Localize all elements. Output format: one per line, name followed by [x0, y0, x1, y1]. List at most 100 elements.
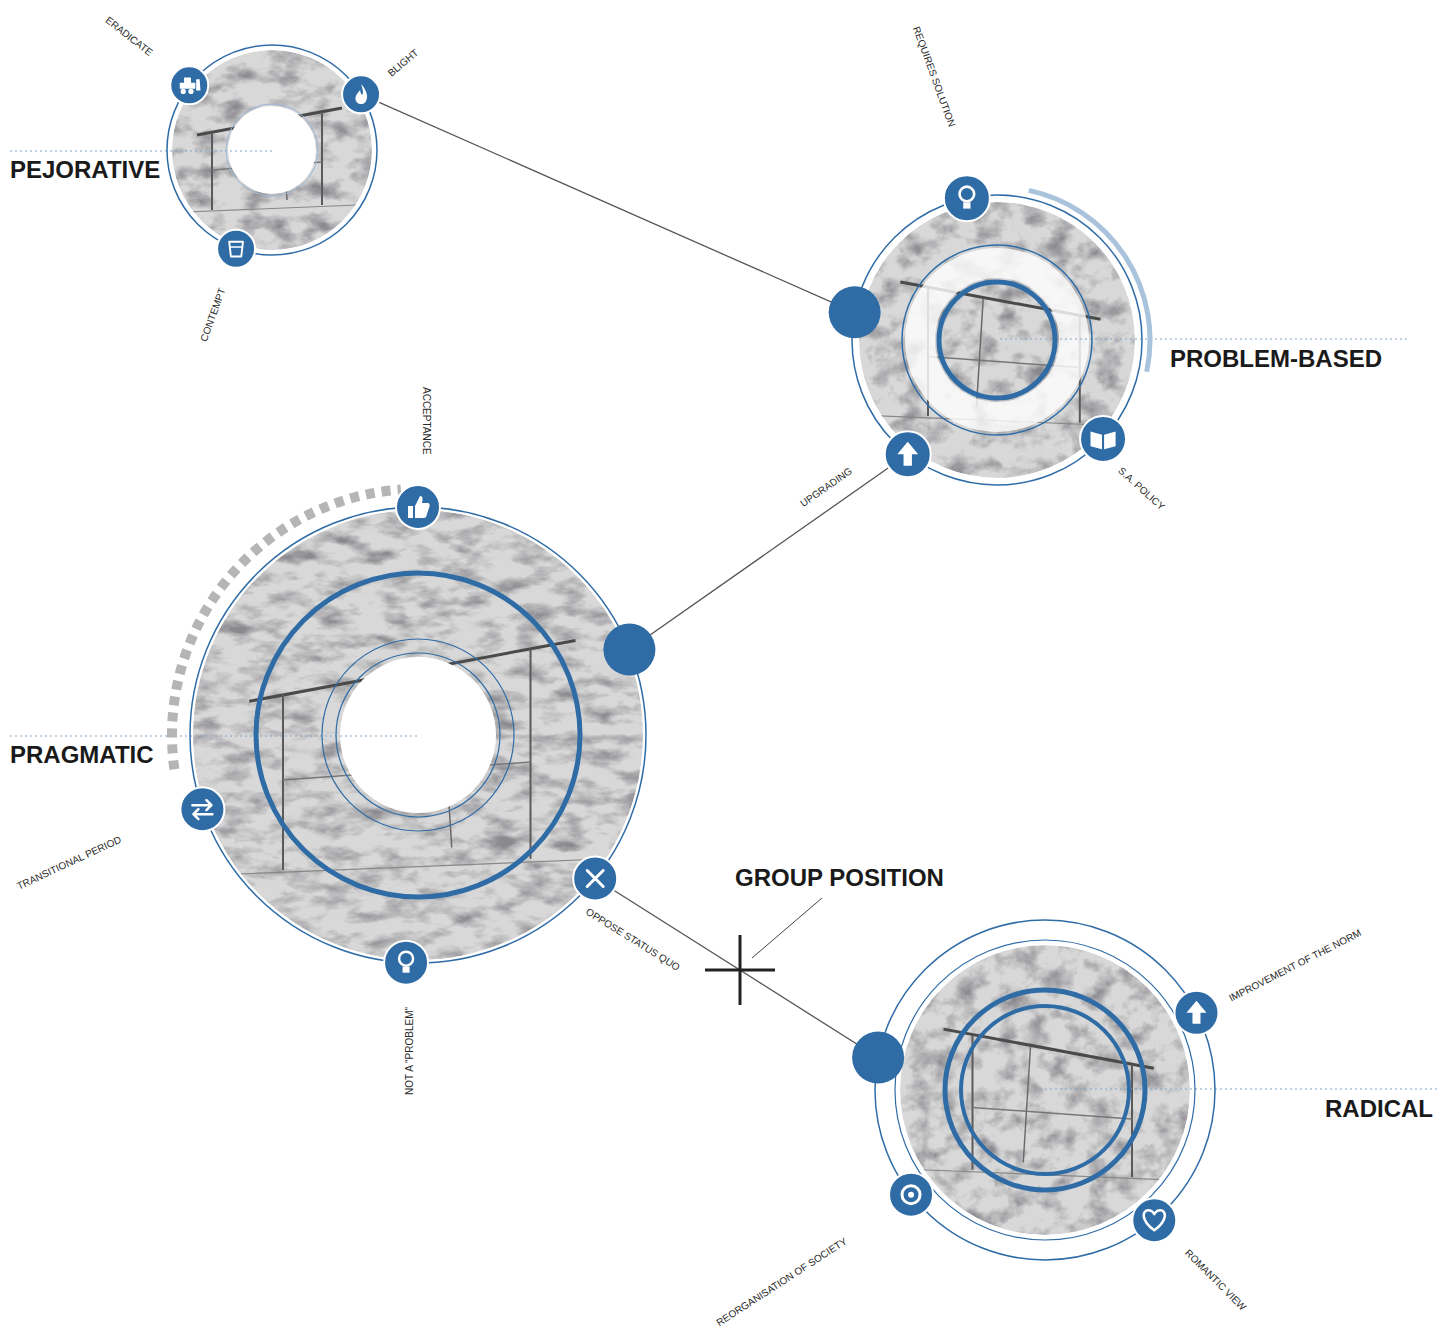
rim-label: BLIGHT: [384, 46, 422, 81]
icon-badge: [396, 485, 440, 529]
icon-glyph: [1091, 432, 1116, 450]
icon-glyph-group: [192, 800, 212, 819]
icon-badge: [217, 230, 255, 268]
icon-badge: [573, 856, 617, 900]
ring: [336, 653, 500, 817]
icon-disc: [885, 431, 931, 477]
icon-disc: [889, 1173, 933, 1217]
icon-badge: [384, 941, 428, 985]
icon-badge: [1132, 1198, 1176, 1242]
ring: [256, 573, 580, 897]
icon-glyph-group: [1144, 1210, 1165, 1230]
icon-badge: [889, 1173, 933, 1217]
connector: [361, 94, 855, 312]
icon-glyph: [230, 246, 242, 247]
photo-noise: [900, 945, 1190, 1235]
shack-sketch: [972, 1035, 974, 1170]
icon-glyph: [587, 870, 603, 886]
connector: [629, 454, 907, 649]
circle-illustration: [852, 195, 1142, 485]
concept-heading: PROBLEM-BASED: [1170, 345, 1382, 373]
icon-badge: [944, 175, 990, 221]
joint-dot: [829, 286, 881, 338]
rim-label: TRANSITIONAL PERIOD: [13, 833, 125, 894]
icon-glyph-group: [355, 84, 367, 104]
icon-glyph-group: [399, 952, 413, 973]
icon-disc: [396, 485, 440, 529]
cross-mark: [739, 935, 742, 1005]
joint-dot: [852, 1032, 904, 1084]
light-band: [920, 263, 1074, 417]
rim-label: UPGRADING: [797, 464, 857, 511]
icon-glyph: [408, 496, 430, 518]
rim-label: REORGANISATION OF SOCIETY: [713, 1234, 851, 1330]
illustration-group: [829, 175, 1410, 485]
shack-sketch: [530, 650, 532, 859]
rim-label: ERADICATE: [101, 13, 156, 60]
ring: [902, 245, 1092, 435]
icon-glyph-group: [1186, 1001, 1206, 1024]
icon-glyph: [963, 202, 970, 208]
illustration-group: [10, 45, 380, 268]
illustration-group: [852, 920, 1440, 1260]
rim-label: ROMANTIC VIEW: [1181, 1246, 1250, 1315]
shack-sketch: [282, 695, 284, 871]
concept-circle: RADICAL: [875, 920, 1215, 1260]
photo-texture: [193, 510, 643, 960]
joint-dot: [603, 624, 655, 676]
circle-illustration: [190, 507, 646, 963]
concept-circle: PEJORATIVE: [167, 45, 377, 255]
icon-glyph-group: [408, 496, 430, 518]
icon-disc: [1132, 1198, 1176, 1242]
icon-disc: [1080, 416, 1126, 462]
photo-texture: [859, 202, 1135, 478]
ring: [190, 507, 646, 963]
icon-disc: [342, 75, 380, 113]
photo-texture: [900, 945, 1190, 1235]
icon-disc: [170, 66, 208, 104]
icon-glyph-group: [229, 242, 243, 257]
rim-label: NOT A "PROBLEM": [404, 1005, 416, 1097]
icon-disc: [180, 787, 224, 831]
icon-disc: [384, 941, 428, 985]
guide-line: [10, 151, 272, 152]
guide-line: [1045, 1089, 1440, 1090]
icon-glyph: [1186, 1001, 1206, 1024]
rim-label: ACCEPTANCE: [420, 385, 432, 457]
icon-glyph-group: [180, 78, 201, 94]
concept-heading: RADICAL: [1325, 1095, 1433, 1123]
photo-ground: [859, 202, 1135, 478]
ring: [895, 940, 1195, 1240]
concept-heading: PEJORATIVE: [10, 156, 160, 184]
icon-disc: [944, 175, 990, 221]
icon-glyph: [399, 952, 413, 966]
icon-disc: [573, 856, 617, 900]
icon-glyph: [229, 242, 243, 257]
connector: [595, 878, 878, 1057]
icon-glyph: [908, 1192, 914, 1198]
icon-glyph: [897, 442, 918, 466]
icon-disc: [217, 230, 255, 268]
centre-disc: [340, 657, 496, 813]
shack-sketch: [227, 859, 610, 875]
photo-ground: [900, 945, 1190, 1235]
shack-sketch: [321, 112, 323, 205]
emphasis-arc: [172, 490, 401, 770]
photo-noise: [193, 510, 643, 960]
shack-sketch: [1023, 1047, 1030, 1163]
ring: [961, 1006, 1129, 1174]
ring: [226, 104, 318, 196]
icon-glyph: [1144, 1210, 1165, 1230]
icon-glyph-group: [897, 442, 918, 466]
icon-glyph: [960, 187, 975, 202]
emphasis-arc: [1029, 190, 1150, 371]
icon-glyph: [403, 967, 410, 973]
guide-line: [10, 736, 418, 737]
photo-ground: [193, 510, 643, 960]
ring: [939, 282, 1055, 398]
rim-label: IMPROVEMENT OF THE NORM: [1225, 926, 1365, 1005]
icon-badge: [180, 787, 224, 831]
